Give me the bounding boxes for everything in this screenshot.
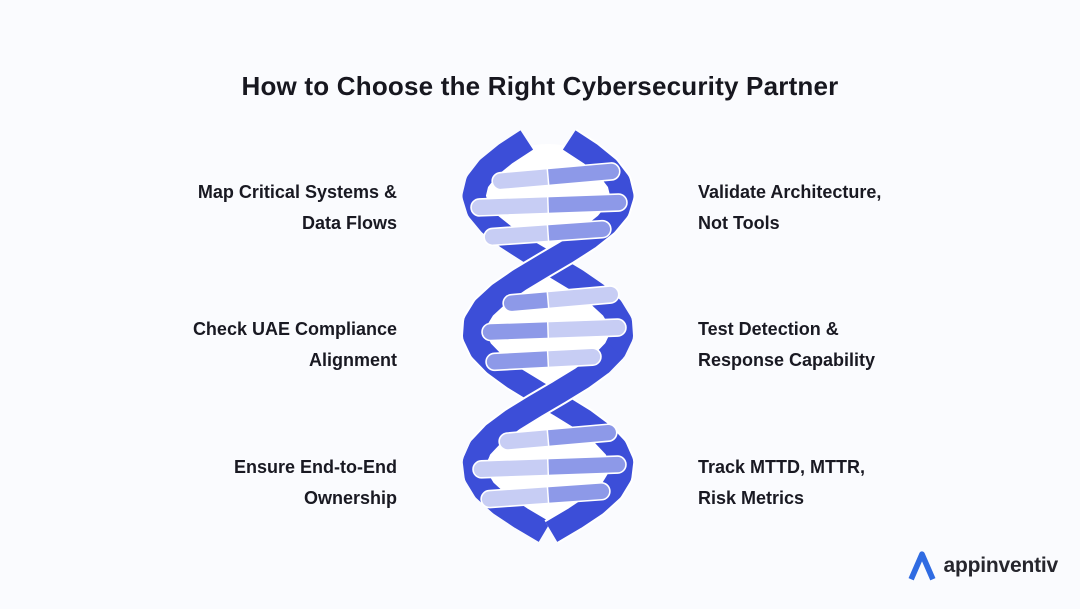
- connector-dashes-right-1: [635, 194, 685, 198]
- label-line: Ensure End-to-End: [234, 457, 397, 477]
- dna-helix-icon: [461, 128, 636, 544]
- page-title: How to Choose the Right Cybersecurity Pa…: [241, 71, 839, 102]
- helix-rungs-bottom: [472, 423, 627, 509]
- connector-dashes-right-2: [635, 330, 685, 334]
- label-track-metrics: Track MTTD, MTTR, Risk Metrics: [698, 452, 978, 514]
- connector-dashes-right-3: [635, 466, 685, 470]
- label-line: Alignment: [309, 350, 397, 370]
- label-ensure-ownership: Ensure End-to-End Ownership: [67, 452, 397, 514]
- label-map-critical-systems: Map Critical Systems & Data Flows: [67, 177, 397, 239]
- label-line: Ownership: [303, 488, 397, 508]
- helix-rungs-middle: [481, 285, 627, 372]
- appinventiv-triangle-icon: [908, 551, 935, 581]
- appinventiv-logo: appinventiv: [905, 549, 1059, 583]
- label-line: Response Capability: [698, 350, 876, 370]
- label-line: Risk Metrics: [698, 488, 805, 508]
- connector-dashes-left-3: [411, 466, 461, 470]
- logo-text: appinventiv: [943, 554, 1059, 577]
- label-validate-architecture: Validate Architecture, Not Tools: [698, 177, 978, 239]
- connector-dashes-left-1: [411, 194, 461, 198]
- label-line: Data Flows: [301, 213, 397, 233]
- helix-strand-a-over: [463, 341, 624, 467]
- label-line: Not Tools: [698, 213, 780, 233]
- label-check-uae-compliance: Check UAE Compliance Alignment: [67, 314, 397, 376]
- label-line: Test Detection &: [698, 319, 839, 339]
- helix-rungs-top: [470, 162, 628, 247]
- label-line: Track MTTD, MTTR,: [698, 457, 866, 477]
- connector-dashes-left-2: [411, 330, 461, 334]
- label-line: Check UAE Compliance: [192, 319, 397, 339]
- label-test-detection: Test Detection & Response Capability: [698, 314, 978, 376]
- label-line: Validate Architecture,: [698, 182, 882, 202]
- label-line: Map Critical Systems &: [197, 182, 397, 202]
